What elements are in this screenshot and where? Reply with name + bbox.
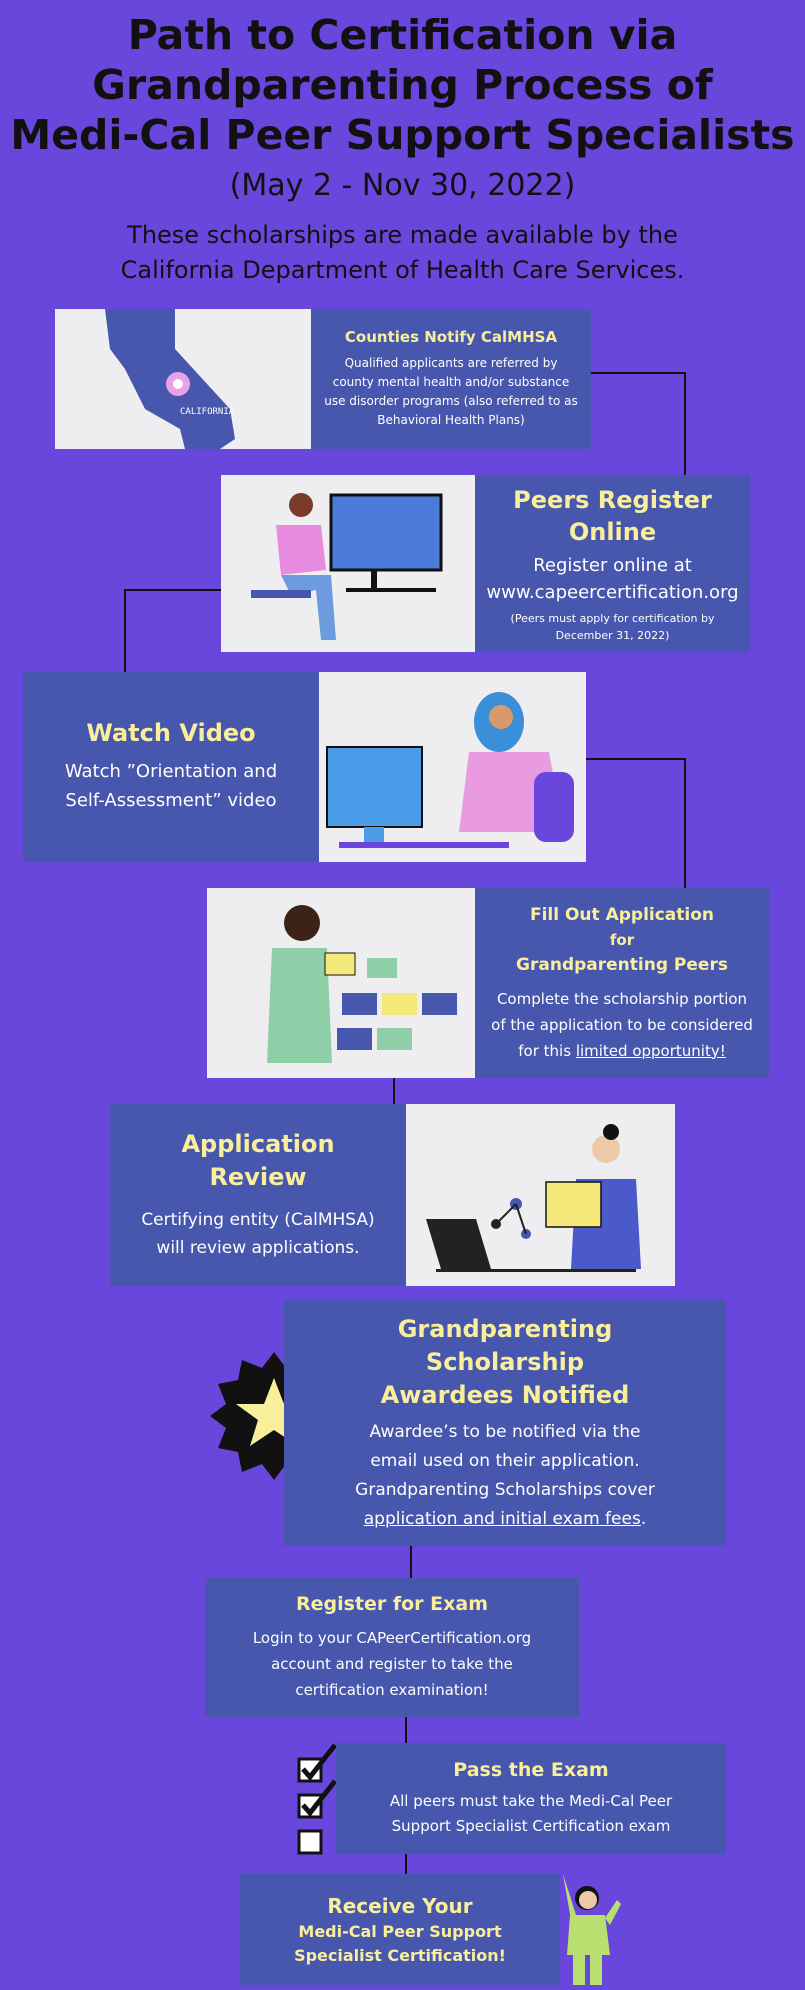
body-line: Register online at (533, 554, 692, 576)
body-prefix: for this (518, 1041, 576, 1060)
step-receive-certification: Receive Your Medi-Cal Peer Support Speci… (240, 1874, 560, 1985)
step-awardees-notified: Grandparenting Scholarship Awardees Noti… (284, 1300, 726, 1546)
step-pass-exam: Pass the Exam All peers must take the Me… (336, 1743, 726, 1854)
body-line: Awardee’s to be notified via the (369, 1421, 641, 1442)
body-line: certification examination! (295, 1680, 489, 1699)
body-line: for this limited opportunity! (491, 1038, 753, 1064)
intro-line-1: These scholarships are made available by… (127, 221, 678, 249)
body-line: All peers must take the Medi-Cal Peer (389, 1791, 673, 1810)
video-viewer-icon (326, 692, 574, 848)
note-line: December 31, 2022) (555, 628, 670, 642)
body-line: Watch ”Orientation and (64, 761, 278, 782)
title-line-2: Grandparenting Process of (92, 61, 713, 109)
registration-url: www.capeercertification.org (486, 581, 739, 603)
person-computer-icon (251, 493, 443, 640)
reviewer-icon (426, 1124, 641, 1272)
heading-line: Awardees Notified (380, 1380, 630, 1409)
heading-line: Receive Your (327, 1893, 473, 1918)
connector-line (405, 1854, 407, 1874)
body-line: application and initial exam fees. (355, 1505, 655, 1534)
step-fill-application: Fill Out Application for Grandparenting … (475, 888, 769, 1078)
california-map-image: CALIFORNIA (55, 309, 311, 449)
body-line: Grandparenting Scholarships cover (355, 1479, 655, 1500)
step-heading: Receive Your Medi-Cal Peer Support Speci… (294, 1892, 506, 1968)
body-line: Certifying entity (CalMHSA) (141, 1210, 375, 1230)
connector-line (590, 372, 686, 374)
woman-watching-video-image (319, 672, 586, 862)
celebrating-person-icon (563, 1874, 621, 1985)
heading-line: Grandparenting Peers (516, 954, 728, 975)
heading-line: Application (181, 1130, 335, 1158)
person-at-computer-image (221, 475, 475, 652)
heading-line: Specialist Certification! (294, 1945, 506, 1965)
step-body: All peers must take the Medi-Cal Peer Su… (390, 1789, 672, 1839)
body-line: Login to your CAPeerCertification.org (252, 1628, 532, 1647)
step-heading: Watch Video (86, 719, 256, 747)
step-watch-video: Watch Video Watch ”Orientation and Self-… (23, 672, 319, 862)
heading-line: for (609, 930, 635, 949)
step-body: Watch ”Orientation and Self-Assessment” … (65, 757, 277, 815)
limited-opportunity-text: limited opportunity! (575, 1041, 726, 1060)
step-body: Login to your CAPeerCertification.org ac… (253, 1625, 531, 1703)
step-peers-register: Peers Register Online Register online at… (475, 475, 750, 652)
title-line-1: Path to Certification via (127, 11, 678, 59)
connector-line (684, 758, 686, 888)
person-with-tablet-image (207, 888, 475, 1078)
heading-line: Review (209, 1163, 307, 1191)
intro-text: These scholarships are made available by… (60, 218, 745, 288)
body-line: email used on their application. (370, 1450, 640, 1471)
page-title: Path to Certification via Grandparenting… (0, 10, 805, 160)
title-line-3: Medi-Cal Peer Support Specialists (10, 111, 795, 159)
connector-line (405, 1717, 407, 1743)
heading-line: Grandparenting (397, 1314, 613, 1343)
step-heading: Counties Notify CalMHSA (344, 328, 558, 346)
heading-line: Online (568, 517, 657, 546)
connector-line (585, 758, 686, 760)
step-heading: Peers Register Online (513, 484, 712, 548)
step-body: Complete the scholarship portion of the … (491, 986, 753, 1064)
tablet-user-icon (267, 905, 457, 1063)
body-line: of the application to be considered (491, 1015, 753, 1034)
step-heading: Register for Exam (295, 1592, 489, 1615)
body-line: account and register to take the (271, 1654, 513, 1673)
step-body: Qualified applicants are referred by cou… (324, 356, 578, 427)
step-counties-notify: Counties Notify CalMHSA Qualified applic… (311, 309, 591, 449)
connector-line (393, 1078, 395, 1104)
connector-line (410, 1546, 412, 1578)
fees-covered-text: application and initial exam fees (363, 1508, 641, 1529)
step-body: Certifying entity (CalMHSA) will review … (141, 1206, 374, 1262)
body-line: Complete the scholarship portion (496, 989, 748, 1008)
connector-line (124, 589, 222, 591)
connector-line (684, 372, 686, 475)
step-body: Register online at www.capeercertificati… (486, 552, 738, 606)
step-body: Awardee’s to be notified via the email u… (355, 1418, 655, 1534)
connector-line (124, 589, 126, 672)
step-heading: Fill Out Application for Grandparenting … (516, 903, 728, 978)
california-map-icon: CALIFORNIA (105, 309, 235, 449)
deadline-note: (Peers must apply for certification by D… (511, 610, 715, 644)
note-line: (Peers must apply for certification by (510, 611, 715, 625)
step-heading: Application Review (181, 1128, 334, 1194)
reviewer-image (406, 1104, 675, 1286)
step-heading: Pass the Exam (453, 1758, 609, 1781)
heading-line: Medi-Cal Peer Support (298, 1921, 502, 1941)
body-suffix: . (640, 1508, 647, 1529)
heading-line: Fill Out Application (529, 904, 715, 925)
body-line: Support Specialist Certification exam (391, 1816, 671, 1835)
heading-line: Peers Register (513, 485, 712, 514)
checklist-icon (297, 1743, 337, 1855)
step-register-exam: Register for Exam Login to your CAPeerCe… (205, 1578, 579, 1717)
step-application-review: Application Review Certifying entity (Ca… (110, 1104, 406, 1286)
heading-line: Scholarship (425, 1347, 585, 1376)
map-label: CALIFORNIA (180, 407, 235, 417)
body-line: will review applications. (156, 1238, 360, 1258)
body-line: Self-Assessment” video (65, 790, 277, 811)
program-dates: (May 2 - Nov 30, 2022) (229, 168, 576, 203)
intro-line-2: California Department of Health Care Ser… (120, 256, 685, 284)
step-heading: Grandparenting Scholarship Awardees Noti… (381, 1313, 630, 1412)
